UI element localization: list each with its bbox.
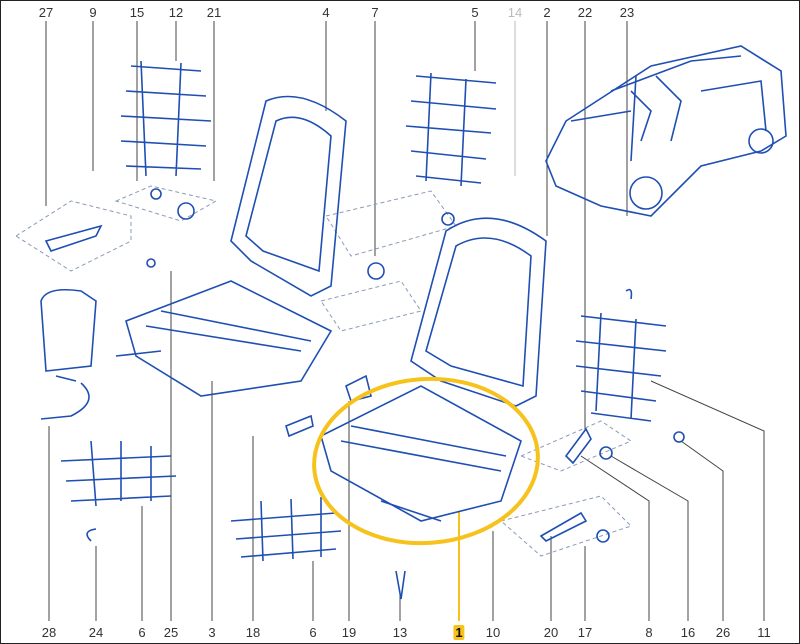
callout-label-highlighted[interactable]: 1 — [453, 625, 465, 640]
callout-label[interactable]: 22 — [577, 5, 593, 20]
callout-label[interactable]: 3 — [208, 625, 216, 640]
parts-drawing — [40, 45, 787, 600]
callout-label[interactable]: 24 — [88, 625, 104, 640]
callout-label[interactable]: 19 — [341, 625, 357, 640]
callout-label[interactable]: 15 — [129, 5, 145, 20]
callout-label[interactable]: 12 — [168, 5, 184, 20]
callout-label[interactable]: 28 — [41, 625, 57, 640]
callout-label[interactable]: 9 — [89, 5, 97, 20]
callout-label[interactable]: 25 — [163, 625, 179, 640]
callout-label[interactable]: 20 — [543, 625, 559, 640]
callout-label[interactable]: 7 — [371, 5, 379, 20]
callout-label[interactable]: 6 — [309, 625, 317, 640]
callout-label[interactable]: 17 — [577, 625, 593, 640]
callout-label[interactable]: 23 — [619, 5, 635, 20]
callout-label[interactable]: 8 — [645, 625, 653, 640]
callout-label[interactable]: 16 — [680, 625, 696, 640]
callout-label[interactable]: 5 — [471, 5, 479, 20]
callout-label[interactable]: 27 — [38, 5, 54, 20]
callout-label[interactable]: 2 — [543, 5, 551, 20]
callout-label[interactable]: 26 — [715, 625, 731, 640]
callout-label[interactable]: 6 — [138, 625, 146, 640]
callout-label-dimmed[interactable]: 14 — [507, 5, 523, 20]
callout-label[interactable]: 11 — [757, 625, 771, 640]
callout-label[interactable]: 18 — [245, 625, 261, 640]
leader-lines — [45, 21, 765, 621]
callout-label[interactable]: 13 — [392, 625, 408, 640]
callout-label[interactable]: 4 — [322, 5, 330, 20]
highlight-ring — [312, 376, 540, 546]
callout-label[interactable]: 21 — [206, 5, 222, 20]
callout-label[interactable]: 10 — [485, 625, 501, 640]
